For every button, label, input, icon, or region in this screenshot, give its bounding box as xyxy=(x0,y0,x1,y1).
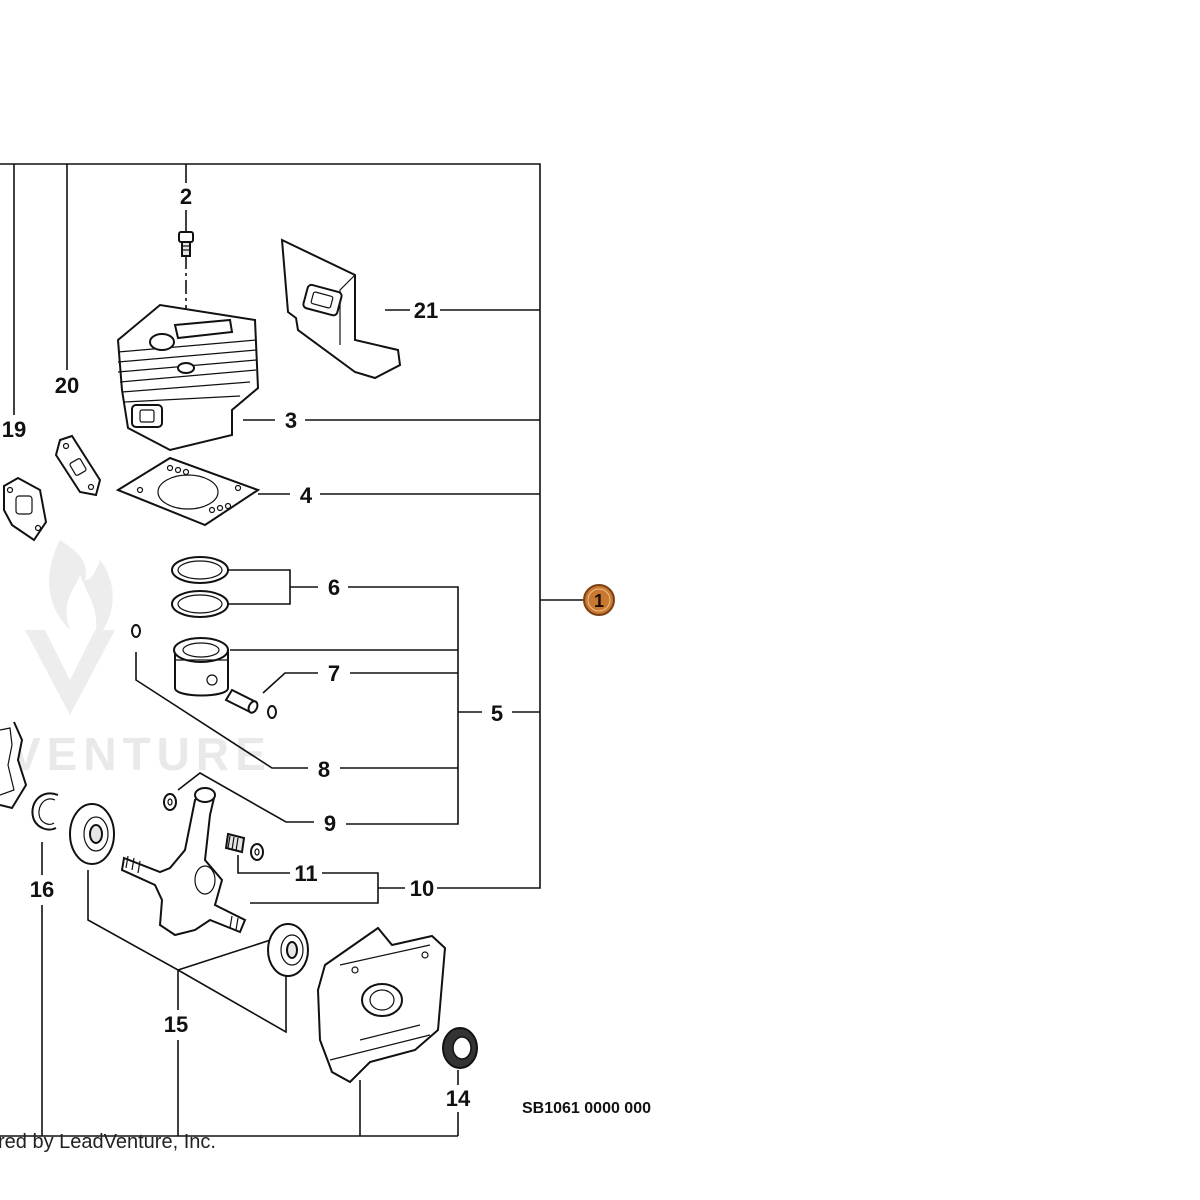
oil-seal-icon xyxy=(442,1027,478,1069)
crankshaft-icon xyxy=(120,787,247,937)
gasket-carburetor-icon xyxy=(3,476,48,542)
crankcase-icon xyxy=(316,926,447,1084)
callout-2[interactable]: 2 xyxy=(180,184,192,209)
callout-lines xyxy=(0,163,583,1137)
callout-1-badge[interactable]: 1 xyxy=(583,584,615,616)
callout-10[interactable]: 10 xyxy=(410,876,434,901)
snap-ring-icon xyxy=(31,792,59,831)
watermark-text: VENTURE xyxy=(10,728,272,780)
gasket-small-icon xyxy=(54,434,102,497)
callout-9[interactable]: 9 xyxy=(324,811,336,836)
cylinder-gasket-icon xyxy=(115,456,261,527)
piston-rings-icon xyxy=(171,556,229,618)
callout-19[interactable]: 19 xyxy=(2,417,26,442)
callout-5[interactable]: 5 xyxy=(491,701,503,726)
callout-7[interactable]: 7 xyxy=(328,661,340,686)
callout-4[interactable]: 4 xyxy=(300,483,313,508)
needle-bearing-icon xyxy=(224,832,246,854)
callout-21[interactable]: 21 xyxy=(414,298,438,323)
callout-20[interactable]: 20 xyxy=(55,373,79,398)
heat-shield-icon xyxy=(280,238,402,380)
piston-icon xyxy=(173,637,229,697)
ball-bearing-icon xyxy=(69,803,309,977)
crankcase-gasket-icon xyxy=(0,721,28,810)
credit-text: red by LeadVenture, Inc. xyxy=(0,1131,216,1153)
watermark-logo-icon xyxy=(25,540,115,715)
callout-1-ring xyxy=(587,588,611,612)
callout-3[interactable]: 3 xyxy=(285,408,297,433)
callout-1[interactable]: 1 xyxy=(594,591,604,611)
circlip-icon xyxy=(131,624,277,719)
cylinder-icon xyxy=(116,303,260,452)
washer-icon xyxy=(163,793,264,861)
callout-6[interactable]: 6 xyxy=(328,575,340,600)
callout-15[interactable]: 15 xyxy=(164,1012,188,1037)
drawing-code: SB1061 0000 000 xyxy=(522,1100,651,1117)
callout-16[interactable]: 16 xyxy=(30,877,54,902)
callout-8[interactable]: 8 xyxy=(318,757,330,782)
piston-pin-icon xyxy=(224,688,259,714)
callout-14[interactable]: 14 xyxy=(446,1086,471,1111)
bolt-icon xyxy=(178,231,194,257)
callout-11[interactable]: 11 xyxy=(294,861,317,886)
